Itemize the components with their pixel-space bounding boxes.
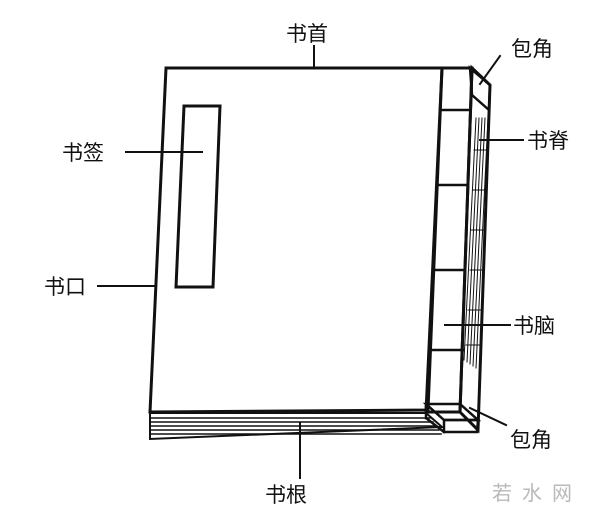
spine-side [458, 64, 492, 434]
watermark: 若水网 [492, 481, 582, 505]
label-corner-top: 包角 [511, 37, 553, 61]
page-edges [149, 412, 445, 441]
corner-wrap-bottom [422, 402, 482, 434]
label-bookmark: 书签 [62, 141, 104, 165]
leader-corner-top [478, 54, 502, 86]
leader-lines [97, 45, 524, 479]
label-root: 书根 [265, 483, 307, 507]
label-opening: 书口 [44, 275, 86, 299]
label-brain: 书脑 [513, 314, 555, 338]
leader-corner-bottom [468, 406, 508, 427]
label-top: 书首 [286, 22, 328, 46]
label-corner-bottom: 包角 [510, 428, 552, 452]
bookmark-slip [174, 104, 222, 289]
front-cover [148, 66, 444, 414]
label-spine: 书脊 [527, 129, 569, 153]
